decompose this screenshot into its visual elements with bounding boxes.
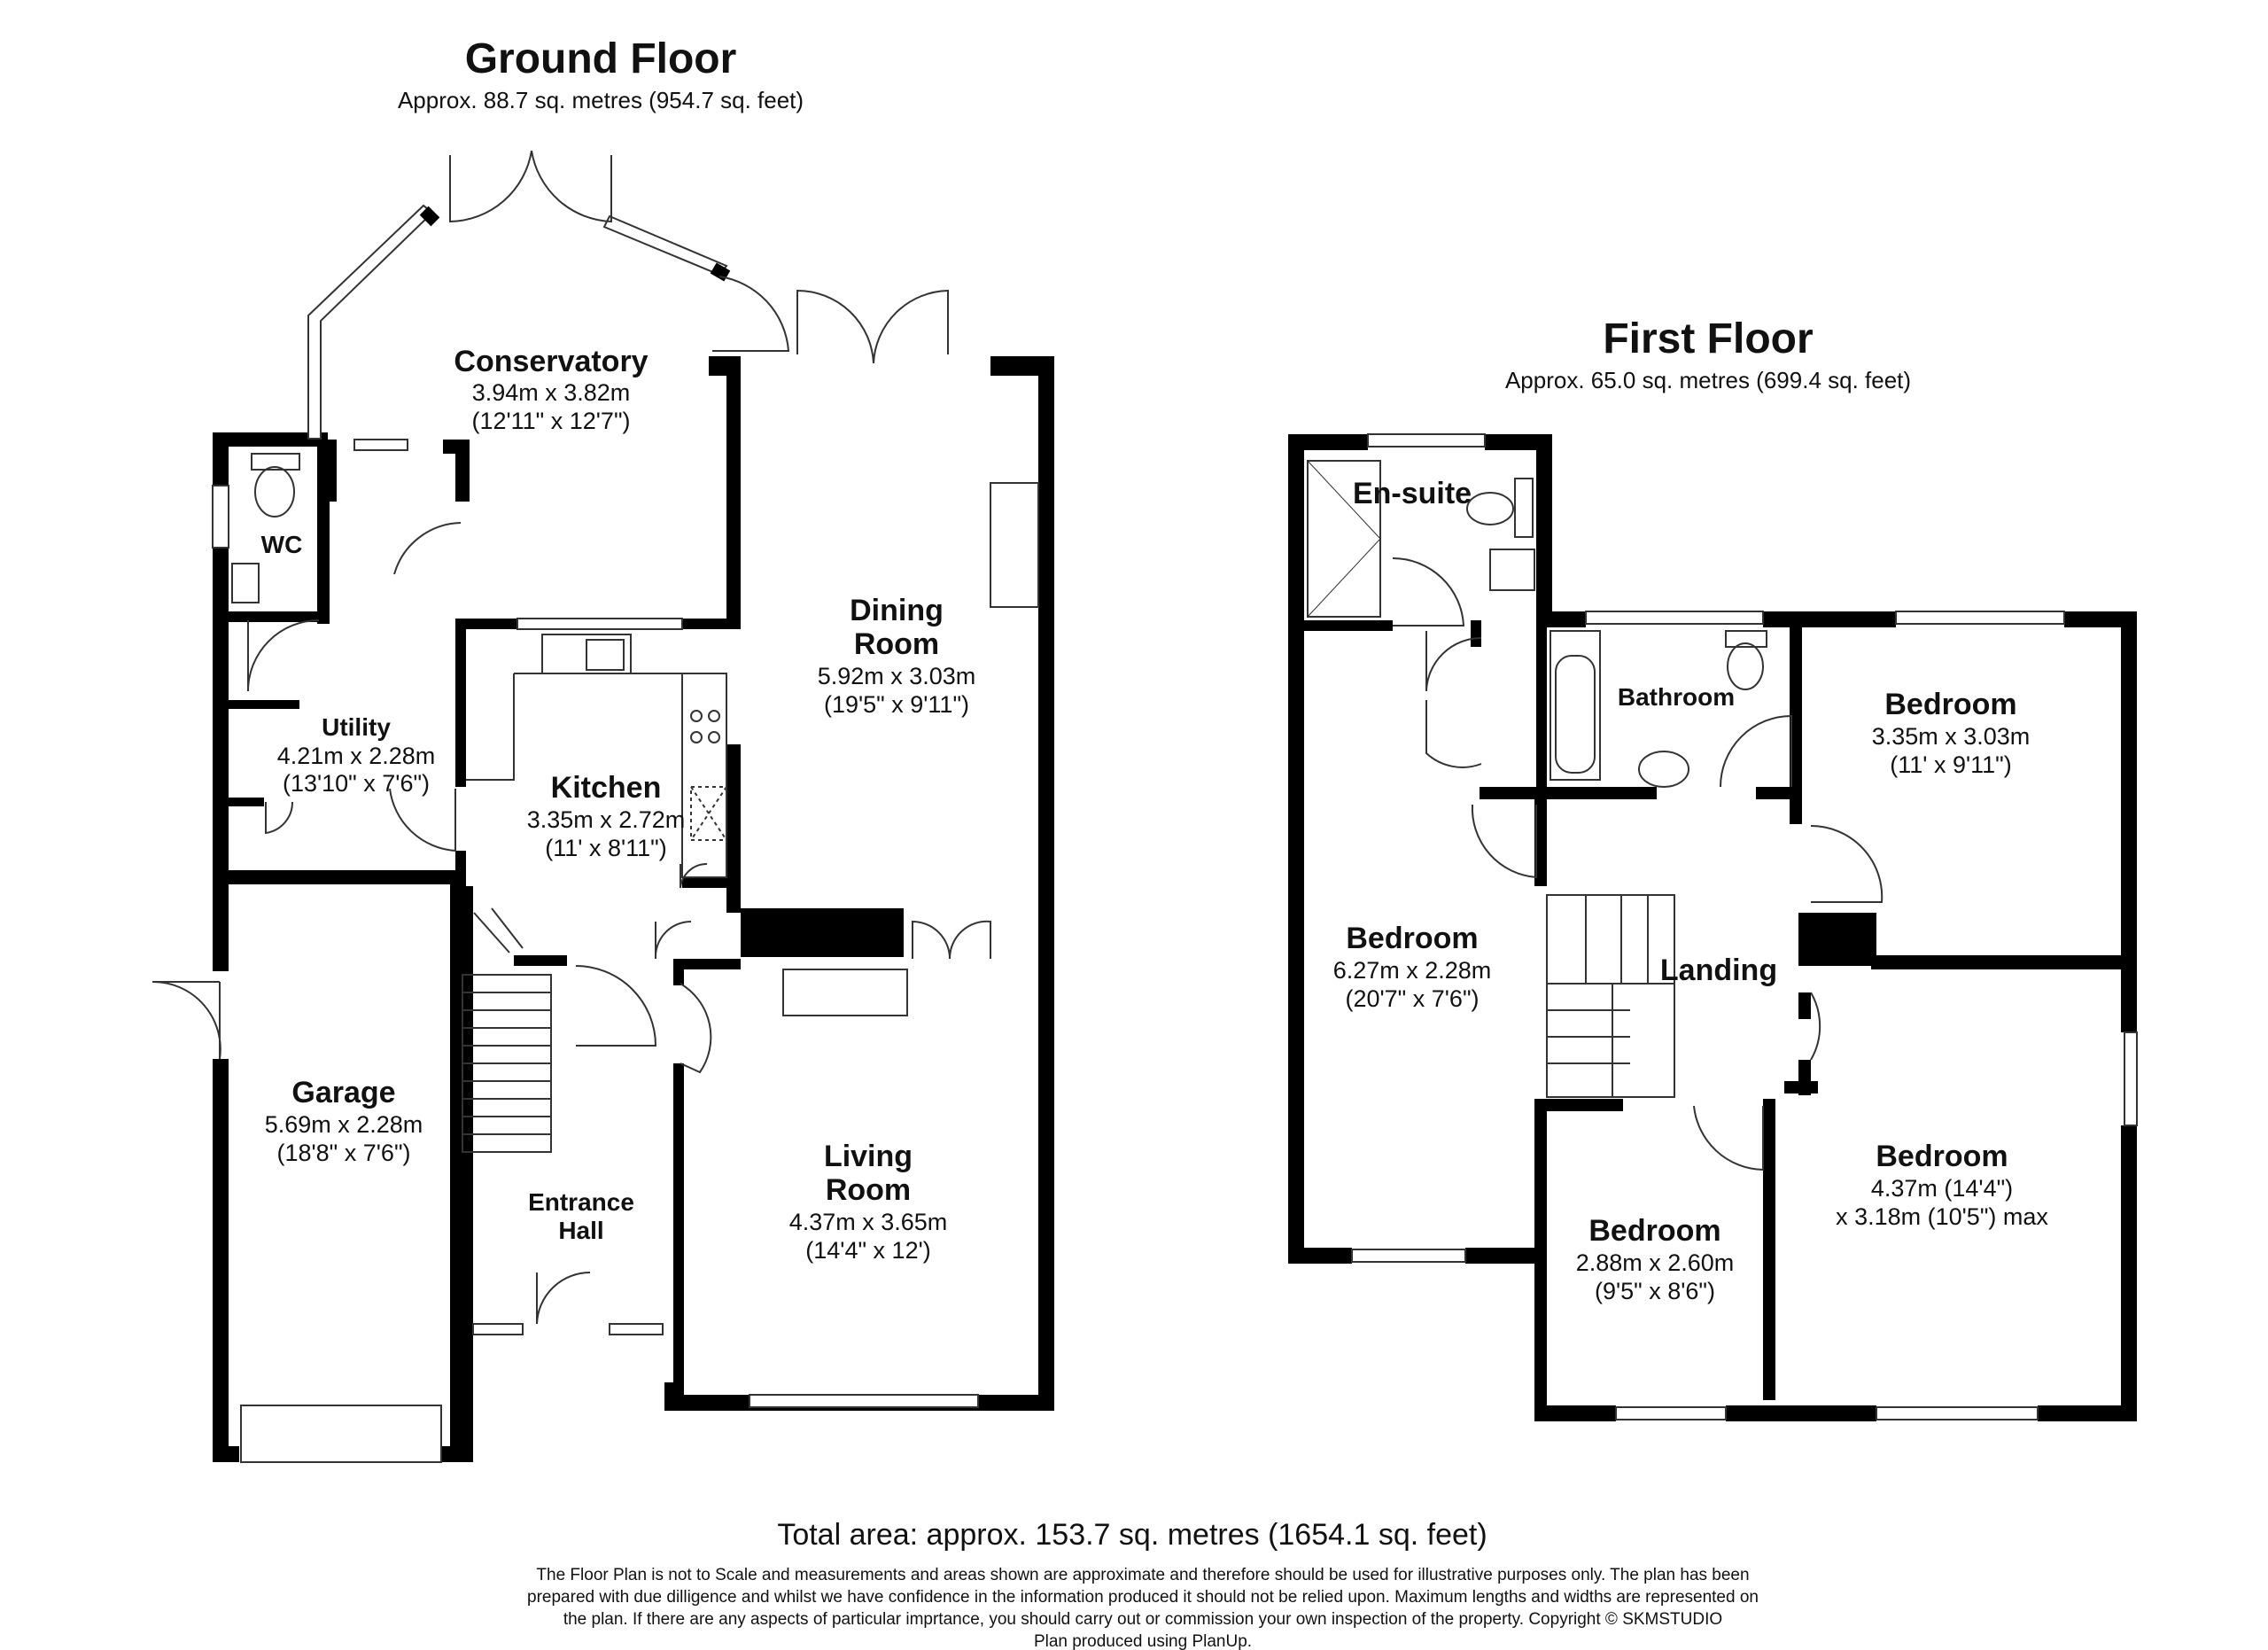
living-label-line2: Room: [826, 1173, 911, 1207]
bedroom-front-right-label: Bedroom: [1876, 1140, 2008, 1173]
living-size: 4.37m x 3.65m: [789, 1209, 948, 1235]
first-floor-walls: [1288, 434, 2137, 1421]
bedroom-left-size: 6.27m x 2.28m: [1333, 957, 1492, 984]
utility-imperial: (13'10" x 7'6"): [283, 770, 430, 797]
ensuite-label: En-suite: [1353, 477, 1472, 510]
utility-size: 4.21m x 2.28m: [277, 743, 436, 769]
dining-size: 5.92m x 3.03m: [818, 663, 976, 689]
kitchen-imperial: (11' x 8'11"): [545, 835, 666, 861]
bedroom-front-right-size: 4.37m (14'4"): [1871, 1175, 2013, 1202]
ground-floor-area: Approx. 88.7 sq. metres (954.7 sq. feet): [398, 87, 804, 113]
bedroom-rear-right-imperial: (11' x 9'11"): [1890, 751, 2011, 778]
ground-floor-walls: [213, 356, 1054, 1462]
bedroom-front-right-imperial: x 3.18m (10'5") max: [1836, 1203, 2048, 1230]
garage-label: Garage: [291, 1076, 395, 1109]
utility-label: Utility: [322, 713, 391, 741]
living-imperial: (14'4" x 12'): [805, 1237, 930, 1264]
bedroom-rear-right-label: Bedroom: [1884, 688, 2016, 721]
bedroom-rear-right-size: 3.35m x 3.03m: [1872, 723, 2031, 750]
first-floor-area: Approx. 65.0 sq. metres (699.4 sq. feet): [1505, 367, 1911, 393]
total-area: Total area: approx. 153.7 sq. metres (16…: [777, 1518, 1487, 1552]
disclaimer-line-1: The Floor Plan is not to Scale and measu…: [536, 1566, 1749, 1584]
dining-label-line2: Room: [854, 627, 939, 661]
wc-label: WC: [261, 531, 303, 558]
bedroom-small-imperial: (9'5" x 8'6"): [1595, 1278, 1715, 1304]
kitchen-size: 3.35m x 2.72m: [527, 806, 686, 833]
disclaimer-line-4: Plan produced using PlanUp.: [1034, 1632, 1252, 1650]
bedroom-small-size: 2.88m x 2.60m: [1576, 1249, 1735, 1276]
ground-floor-title: Ground Floor: [465, 35, 737, 82]
kitchen-label: Kitchen: [551, 771, 662, 805]
garage-size: 5.69m x 2.28m: [265, 1111, 423, 1138]
dining-label-line1: Dining: [850, 594, 944, 627]
bedroom-left-label: Bedroom: [1346, 922, 1478, 955]
bathroom-label: Bathroom: [1618, 683, 1735, 711]
first-floor-details: [1307, 433, 2138, 1420]
conservatory-label: Conservatory: [454, 345, 648, 378]
garage-imperial: (18'8" x 7'6"): [276, 1140, 410, 1166]
entrance-label-line2: Hall: [558, 1217, 603, 1244]
landing-label: Landing: [1660, 953, 1777, 987]
living-label-line1: Living: [824, 1140, 913, 1173]
conservatory-size: 3.94m x 3.82m: [472, 379, 631, 406]
entrance-label-line1: Entrance: [528, 1188, 634, 1216]
conservatory-imperial: (12'11" x 12'7"): [471, 408, 630, 434]
ground-floor-details: [151, 150, 1039, 1463]
first-floor-title: First Floor: [1603, 315, 1813, 362]
bedroom-left-imperial: (20'7" x 7'6"): [1345, 985, 1479, 1012]
dining-imperial: (19'5" x 9'11"): [824, 691, 969, 718]
disclaimer-line-3: the plan. If there are any aspects of pa…: [563, 1610, 1722, 1629]
disclaimer-line-2: prepared with due dilligence and whilst …: [527, 1588, 1759, 1607]
bedroom-small-label: Bedroom: [1588, 1214, 1720, 1248]
